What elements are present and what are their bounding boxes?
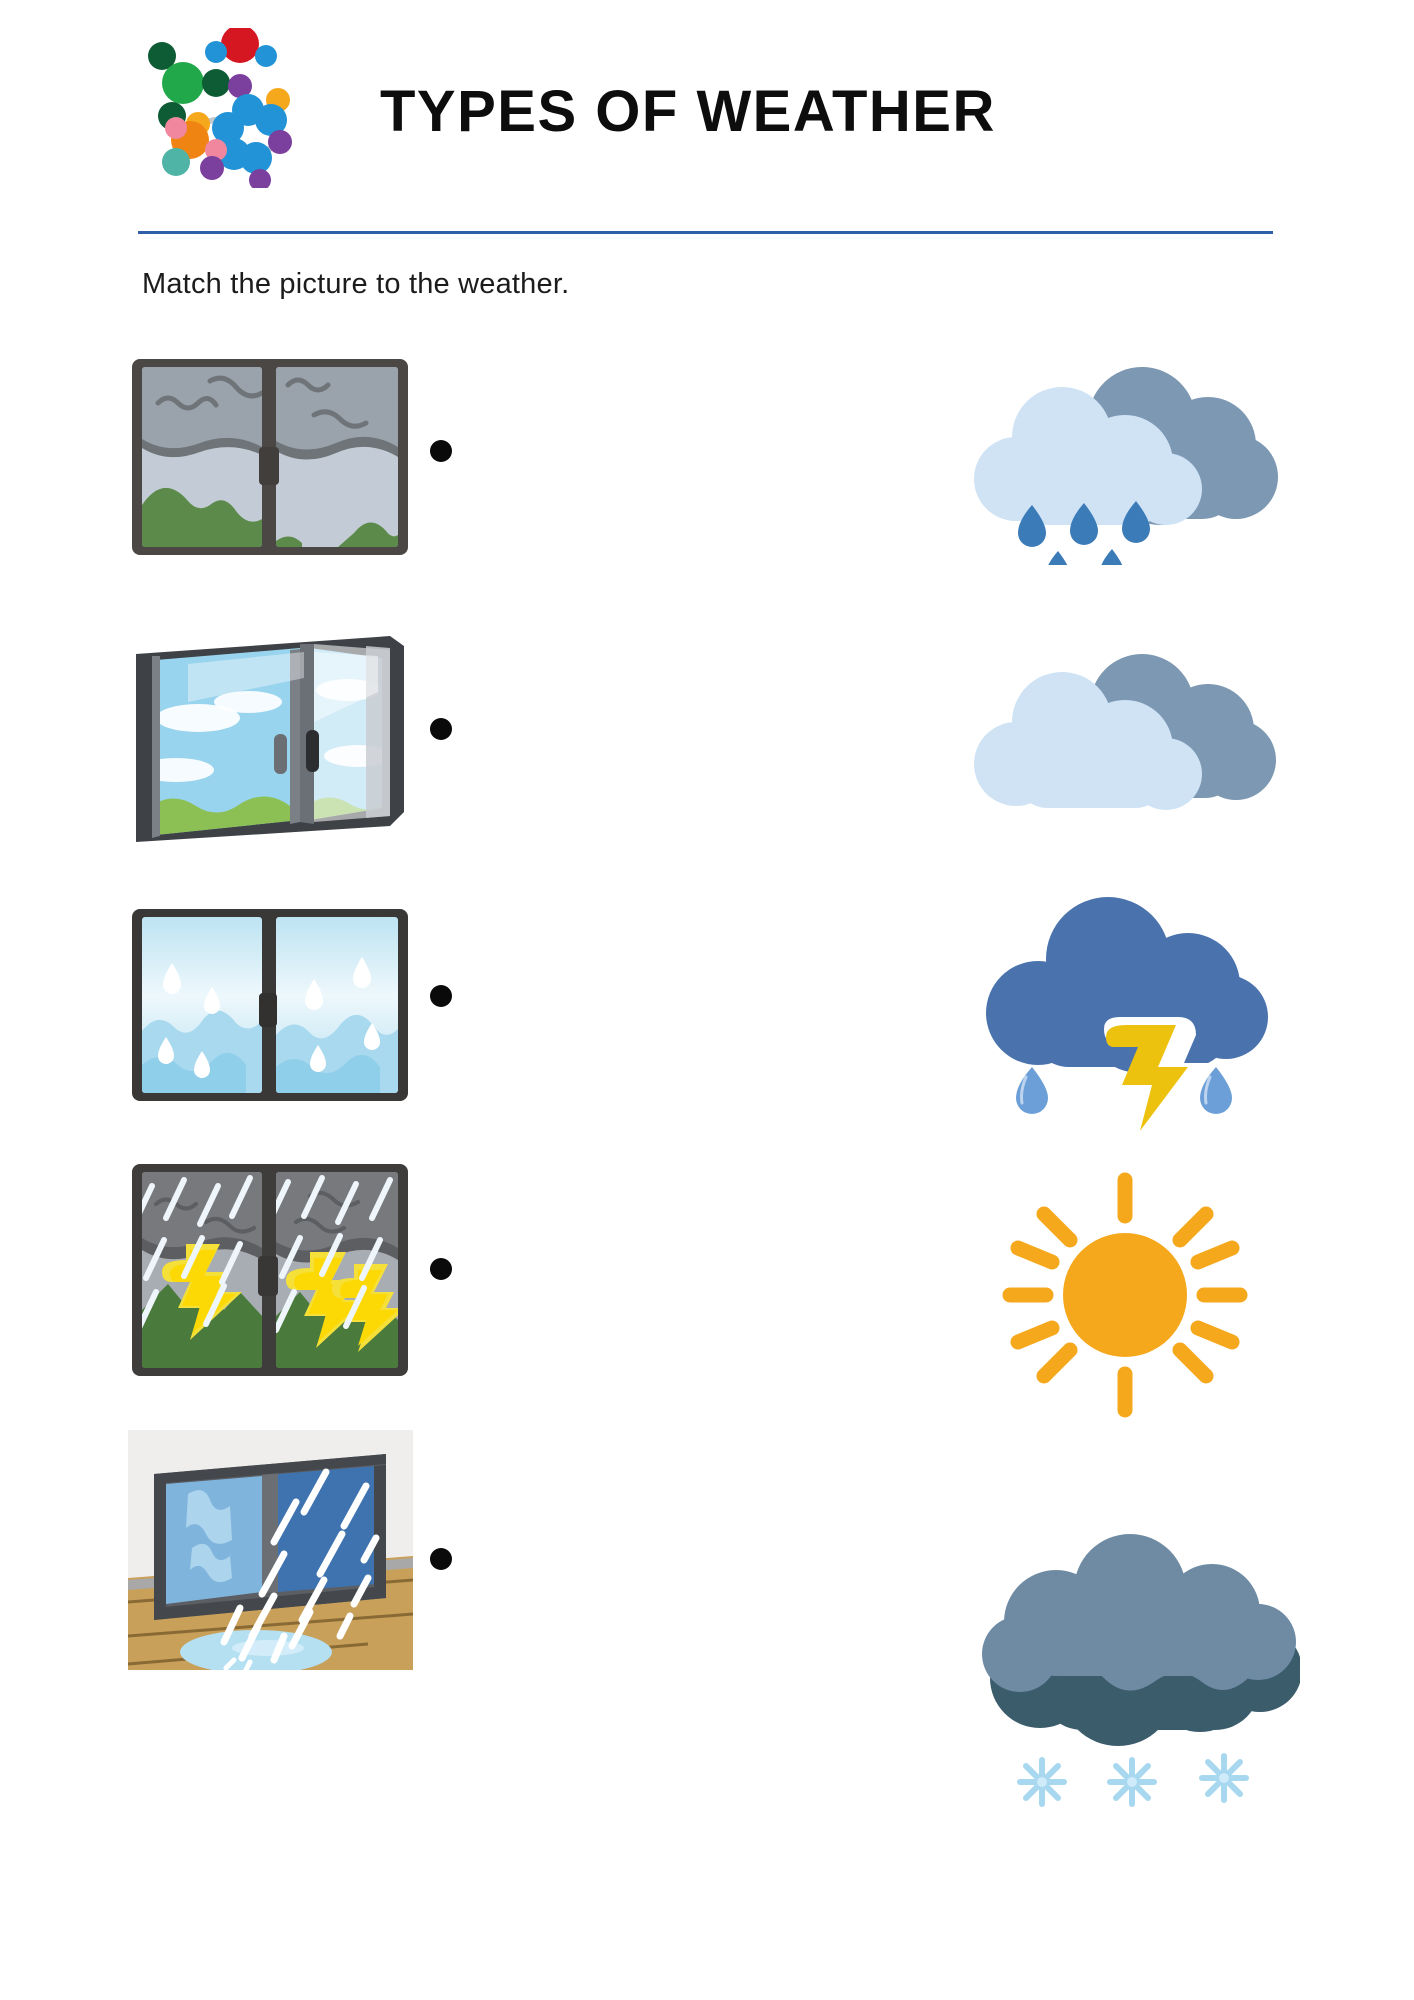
snowflakes [1017, 1753, 1249, 1807]
match-dot-2[interactable] [430, 718, 452, 740]
match-dot-1[interactable] [430, 440, 452, 462]
match-dot-5[interactable] [430, 1548, 452, 1570]
window-overcast-clouds [128, 355, 413, 560]
window-rain-droplets [128, 905, 413, 1105]
worksheet-header: TYPES OF WEATHER [0, 0, 1414, 240]
window-clear-blue-sky [128, 630, 413, 845]
match-dot-4[interactable] [430, 1258, 452, 1280]
snowy-cloud-icon[interactable] [960, 1530, 1300, 1810]
match-row-4 [0, 1160, 1414, 1418]
match-row-2 [0, 630, 1414, 842]
match-row-1 [0, 355, 1414, 565]
cloudy-icon[interactable] [970, 648, 1280, 813]
front-cloud [974, 387, 1202, 525]
match-dot-3[interactable] [430, 985, 452, 1007]
front-cloud [974, 672, 1202, 810]
lightning-bolt [1106, 1025, 1188, 1131]
rainy-cloud-icon[interactable] [970, 355, 1280, 565]
window-rain-indoors-puddle [128, 1430, 413, 1670]
page-title: TYPES OF WEATHER [380, 79, 996, 144]
sun-disc [1063, 1233, 1187, 1357]
sun-rays [1002, 1172, 1248, 1418]
instruction-text: Match the picture to the weather. [142, 268, 570, 300]
sunny-icon[interactable] [1000, 1170, 1250, 1420]
snow-cloud-top [982, 1534, 1296, 1692]
header-divider [138, 231, 1273, 234]
thunderstorm-icon[interactable] [970, 885, 1280, 1135]
match-row-5 [0, 1430, 1414, 1807]
molecule-logo-icon [128, 28, 313, 188]
window-thunderstorm [128, 1160, 413, 1380]
raindrops [1018, 501, 1150, 565]
match-row-3 [0, 897, 1414, 1135]
